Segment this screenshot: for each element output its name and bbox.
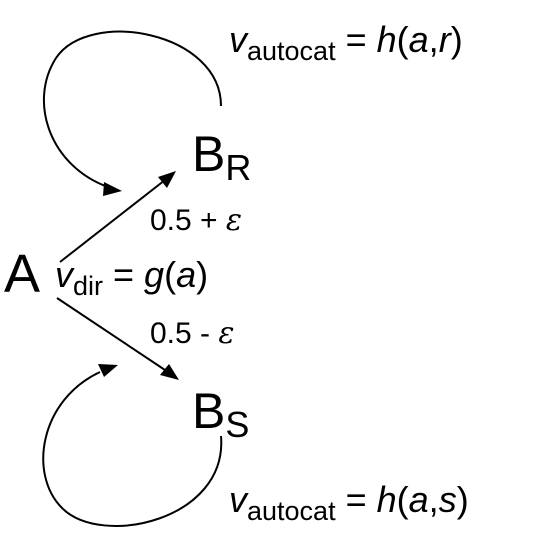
rate-autocat-s-comma: ,	[429, 479, 439, 520]
rate-direct: vdir = g(a)	[55, 254, 208, 301]
prob-down: 0.5 - ε	[150, 316, 234, 351]
arrowhead-a-to-b-r	[158, 171, 176, 188]
rate-autocat-s-close: )	[457, 479, 469, 520]
rate-autocat-s-v: v	[229, 479, 249, 520]
loop-b-s	[42, 371, 223, 527]
rate-autocat-r-v: v	[229, 19, 249, 60]
rate-autocat-s-eq: =	[336, 479, 377, 520]
rate-autocat-s-sub: autocat	[247, 496, 336, 526]
node-b-s-main: B	[192, 383, 225, 439]
prob-up-base: 0.5 +	[150, 204, 226, 237]
rate-direct-sub: dir	[73, 271, 103, 301]
prob-down-epsilon: ε	[218, 316, 234, 351]
rate-autocat-r-fn: h	[377, 19, 397, 60]
loop-b-r	[42, 30, 222, 188]
rate-direct-fn: g	[144, 254, 164, 295]
rate-autocat-r-sub: autocat	[247, 36, 336, 66]
rate-autocat-r-eq: =	[336, 19, 377, 60]
rate-autocat-r-arg1: a	[409, 19, 429, 60]
rate-autocat-r-close: )	[451, 19, 463, 60]
rate-autocat-s-fn: h	[377, 479, 397, 520]
rate-autocat-s: vautocat = h(a,s)	[229, 479, 469, 526]
rate-autocat-s-arg2: s	[439, 479, 457, 520]
rate-autocat-s-arg1: a	[409, 479, 429, 520]
prob-up: 0.5 + ε	[150, 203, 242, 238]
rate-autocat-r: vautocat = h(a,r)	[229, 19, 463, 66]
prob-up-epsilon: ε	[226, 203, 242, 238]
rate-autocat-r-comma: ,	[429, 19, 439, 60]
arrowhead-a-to-b-s	[160, 364, 179, 380]
prob-down-base: 0.5 -	[150, 317, 218, 350]
rate-autocat-r-arg2: r	[439, 19, 453, 60]
rate-autocat-s-open: (	[397, 479, 409, 520]
node-b-s-subscript: S	[225, 404, 249, 445]
rate-direct-v: v	[55, 254, 75, 295]
rate-direct-open: (	[164, 254, 176, 295]
node-a: A	[4, 244, 40, 304]
node-b-r-subscript: R	[225, 147, 251, 188]
arrowhead-loop-b-r	[103, 182, 122, 196]
node-b-r-main: B	[192, 126, 225, 182]
arrowhead-loop-b-s	[98, 364, 118, 377]
node-b-r: BR	[192, 126, 251, 188]
rate-direct-eq: =	[103, 254, 144, 295]
rate-direct-arg1: a	[176, 254, 196, 295]
node-b-s: BS	[192, 383, 249, 445]
rate-autocat-r-open: (	[397, 19, 409, 60]
edge-a-to-b-r	[59, 179, 166, 263]
edge-a-to-b-s	[56, 297, 169, 373]
rate-direct-close: )	[196, 254, 208, 295]
